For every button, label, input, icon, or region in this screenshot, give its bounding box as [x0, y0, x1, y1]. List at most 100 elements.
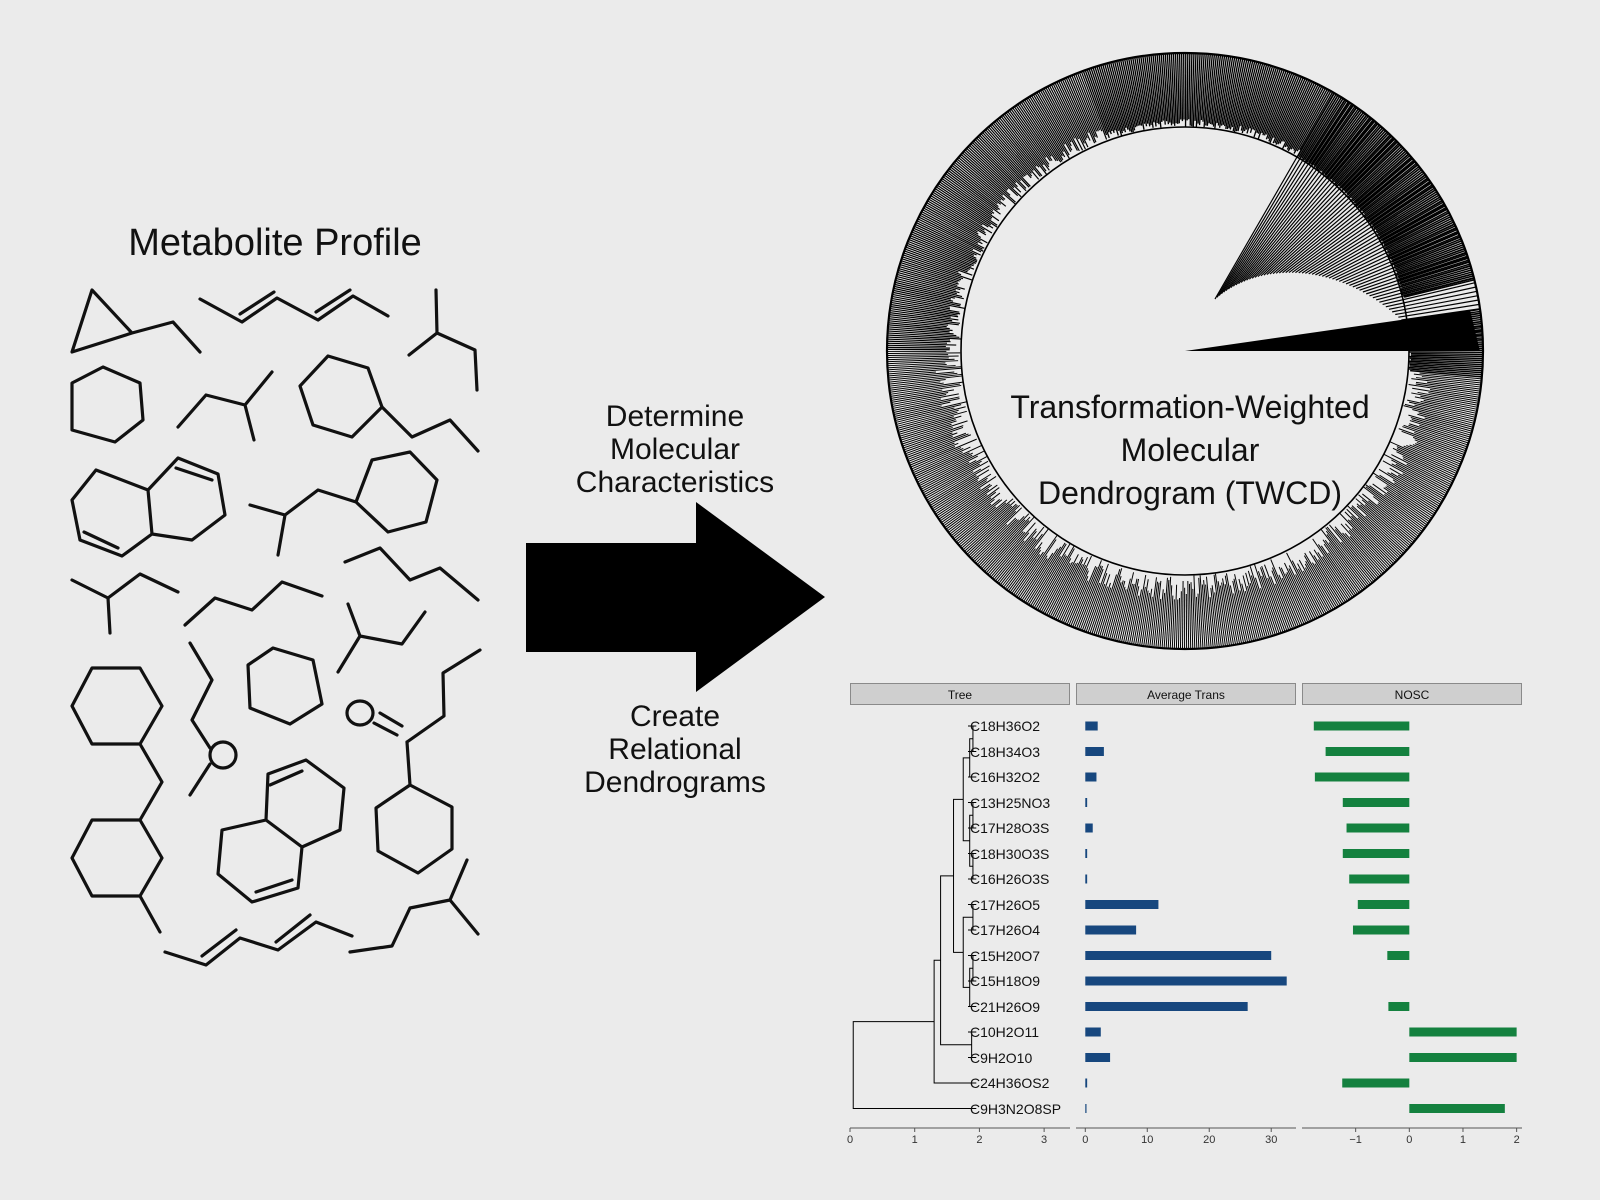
dendrogram-branch — [1189, 53, 1193, 126]
dendrogram-branch — [921, 211, 983, 245]
dendrogram-branch — [1380, 203, 1445, 241]
dendrogram-branch — [1400, 263, 1471, 287]
dendrogram-branch — [1211, 585, 1220, 648]
dendrogram-branch — [887, 362, 946, 367]
dendrogram-branch — [1148, 55, 1158, 124]
isoheptane-molecule — [348, 858, 480, 954]
dendrogram-branch — [1383, 487, 1431, 521]
dendrogram-long-branch — [1359, 252, 1467, 291]
dendrogram-branch — [1133, 574, 1147, 645]
category-label: C10H2O11 — [970, 1024, 1040, 1040]
dendrogram-branch — [975, 519, 1019, 564]
dendrogram-branch — [1257, 68, 1281, 134]
methylpentane-molecule — [336, 602, 427, 674]
dendrogram-branch — [1245, 63, 1266, 130]
category-label: C9H3N2O8SP — [970, 1100, 1062, 1117]
dendrogram-branch — [890, 301, 961, 315]
dendrogram-branch — [908, 238, 974, 267]
dendrogram-branch — [1412, 409, 1474, 426]
dendrogram-branch — [1331, 124, 1380, 181]
dendrogram-branch — [986, 127, 1032, 179]
dendrogram-branch — [1083, 563, 1109, 632]
dendrogram-branch — [887, 342, 957, 346]
dendrogram-branch — [1142, 55, 1154, 128]
dendrogram-branch — [1205, 576, 1214, 648]
dendrogram-branch — [1232, 59, 1250, 132]
dendrogram-branch — [1017, 104, 1057, 162]
dendrogram-branch — [894, 281, 964, 300]
dendrogram-branch — [992, 122, 1034, 171]
dendrogram-branch — [1098, 65, 1120, 131]
dendrogram-branch — [1334, 526, 1379, 578]
dendrogram-branch — [1249, 65, 1272, 133]
dendrogram-branch — [1069, 75, 1096, 138]
dendrogram-branch — [946, 171, 998, 211]
dendrogram-branch — [1177, 597, 1181, 649]
dendrogram-branch — [1419, 424, 1470, 442]
dendrogram-branch — [1077, 566, 1103, 630]
dendrogram-branch — [927, 465, 990, 503]
dendrogram-branch — [931, 193, 983, 226]
dendrogram-branch — [897, 411, 958, 429]
dendrogram-branch — [896, 406, 966, 425]
dendrogram-branch — [1016, 539, 1057, 598]
dendrogram-branch — [1310, 103, 1353, 165]
dendrogram-branch — [1202, 53, 1209, 122]
hexahydronaphthalene-molecule — [70, 456, 227, 558]
dendrogram-branch — [891, 299, 960, 313]
dendrogram-branch — [1347, 519, 1393, 566]
dendrogram-branch — [889, 381, 941, 389]
dendrogram-branch — [1408, 414, 1472, 434]
dendrogram-branch — [1383, 453, 1450, 489]
dendrogram-branch — [1261, 575, 1282, 634]
dendrogram-long-branch — [1382, 282, 1476, 306]
dendrogram-branch — [984, 516, 1035, 572]
category-label: C18H36O2 — [970, 718, 1041, 734]
dendrogram-branch — [1404, 403, 1475, 422]
dendrogram-branch — [1008, 109, 1050, 165]
dendrogram-branch — [1403, 405, 1475, 424]
dendrogram-branch — [1225, 573, 1241, 645]
dendrogram-branch — [1408, 424, 1468, 446]
dendrogram-branch — [948, 492, 1001, 533]
dendrogram-branch — [1396, 446, 1457, 475]
dendrogram-branch — [1409, 423, 1469, 444]
dendrogram-branch — [1199, 575, 1206, 649]
dendrogram-branch — [1333, 127, 1384, 183]
dendrogram-branch — [1214, 573, 1226, 647]
dendrogram-branch — [1368, 500, 1417, 540]
dendrogram-branch — [1035, 555, 1067, 610]
dendrogram-branch — [1044, 561, 1073, 615]
tree-tick-label: 2 — [976, 1134, 983, 1146]
dendrogram-branch — [1281, 80, 1312, 142]
dendrogram-branch — [1216, 55, 1228, 124]
dendrogram-branch — [1229, 58, 1246, 130]
dendrogram-branch — [1131, 589, 1143, 645]
dendrogram-branch — [1340, 523, 1386, 573]
dendrogram-branch — [1263, 71, 1289, 136]
dendrogram-branch — [1103, 575, 1122, 638]
dendrogram-branch — [915, 222, 974, 251]
dendrogram-branch — [1222, 578, 1235, 646]
dendrogram-branch — [895, 407, 955, 423]
dendrogram-branch — [1158, 54, 1166, 125]
dendrogram-long-branch — [1232, 112, 1364, 287]
nosc-bar — [1342, 798, 1410, 807]
dendrogram-branch — [887, 346, 950, 349]
dendrogram-branch — [1383, 214, 1451, 250]
dendrogram-branch — [1403, 445, 1459, 471]
dendrogram-branch — [934, 188, 992, 226]
dendrogram-long-branch — [1295, 178, 1429, 274]
dendrogram-branch — [1222, 57, 1236, 125]
dendrogram-branch — [924, 205, 982, 238]
dendrogram-branch — [894, 405, 942, 417]
dendrogram-long-branch — [1246, 125, 1382, 281]
dendrogram-branch — [1140, 56, 1152, 126]
dendrogram-branch — [969, 507, 1023, 558]
dendrogram-branch — [1351, 505, 1404, 554]
dendrogram-branch — [926, 468, 982, 501]
dendrogram-branch — [1043, 88, 1078, 151]
dendrogram-branch — [1308, 102, 1351, 165]
dendrogram-long-branch — [1251, 131, 1388, 279]
dendrogram-branch — [934, 477, 988, 513]
